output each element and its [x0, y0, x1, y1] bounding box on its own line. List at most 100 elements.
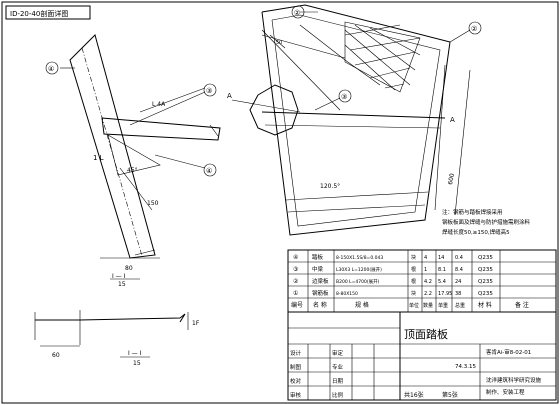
tread-line-1 [261, 111, 446, 119]
callout-4 [45, 61, 59, 75]
fan-angle-label: 120.5° [320, 183, 340, 190]
cross-beam [101, 117, 221, 141]
note-line-1: 注：钢筋与踏板焊接采用 [442, 208, 503, 216]
scale-1: 15 [118, 281, 126, 288]
callout-3-text: ③ [206, 87, 212, 95]
section-label: I — I [112, 273, 126, 280]
bom-cell-w2: 24 [455, 279, 461, 285]
label-150: 150 [147, 200, 159, 207]
tb-label-date: 日期 [332, 378, 344, 385]
label-45deg: 45° [127, 167, 138, 174]
label-80: 80 [125, 265, 133, 272]
bom-cell-qty: 4 [424, 255, 427, 261]
dim-line-150 [119, 167, 153, 211]
callout-4b-text: ④ [206, 167, 212, 175]
bom-cell-unit: 块 [411, 290, 416, 297]
label-600: 600 [447, 173, 456, 186]
section-detail: 60 1F I — I 15 [34, 310, 200, 367]
bom-cell-name: 中梁 [312, 265, 324, 273]
bom-cell-unit: 根 [411, 278, 416, 285]
bom-cell-w1: 8.1 [438, 267, 446, 273]
bom-h-remark: 备 注 [515, 301, 529, 309]
drawing-number: 客肯Ai-审8-02-01 [486, 348, 531, 356]
tb-label-design: 设计 [290, 349, 302, 357]
note-line-2: 钢板板面及焊缝与防护措施需刷涂料 [442, 218, 531, 226]
tb-label-review: 审核 [290, 391, 302, 399]
bom-cell-mat: Q235 [478, 255, 493, 261]
tb-label-draw: 制图 [290, 363, 302, 371]
bom-cell-unit: 根 [411, 266, 416, 273]
sheet-number: 第5张 [442, 391, 458, 399]
bom-cell-w2: 0.4 [455, 255, 463, 261]
drawing-date: 74.3.15 [455, 364, 476, 370]
bom-h-unit: 单位 [409, 302, 419, 309]
sheet-title: ID-20-40剖面详图 [10, 9, 68, 18]
bom-cell-w1: 14 [438, 255, 444, 261]
bom-cell-qty: 1 [424, 267, 427, 273]
note-line-3: 焊缝长度50,≥150,焊缝高5 [442, 228, 510, 236]
bom-cell-spec: 8-80X150 [336, 291, 358, 297]
mark-a2: A [450, 116, 455, 124]
label-50: 50 [276, 40, 282, 46]
bom-h-no: 编号 [291, 301, 303, 309]
bom-cell-no: ③ [293, 266, 298, 273]
fan-detail: A 50 120.5° 600 ② ③ ② A [227, 4, 482, 236]
beam-centerline [81, 47, 143, 257]
title-block: 顶面踏板 客肯Ai-审8-02-01 沈洋建筑科学研究设施 制作、安装工程 74… [287, 311, 557, 401]
bom-cell-no: ② [293, 278, 299, 285]
callout-2-text: ② [294, 9, 300, 17]
bom-cell-no: ① [293, 290, 298, 297]
inclined-beam [69, 34, 156, 259]
label-1l: 1 L [93, 154, 104, 162]
drawing-name: 顶面踏板 [404, 327, 448, 341]
notes: 注：钢筋与踏板焊接采用 钢板板面及焊缝与防护措施需刷涂料 焊缝长度50,≥150… [442, 208, 531, 236]
mark-a: A [227, 92, 232, 100]
callout-4-text: ④ [48, 65, 54, 73]
bom-cell-qty: 4.2 [424, 279, 432, 285]
bom-cell-name: 踏板 [312, 253, 324, 261]
sheet-count: 共16张 [404, 391, 424, 399]
label-1f: 1F [192, 320, 200, 327]
company-name: 沈洋建筑科学研究设施 [486, 376, 542, 384]
bom-h-name: 名 称 [313, 301, 327, 309]
callout-2b-text: ② [471, 25, 477, 33]
left-detail: L 4A 45° 150 1 L 80 I — I 15 ④ ③ ④ [45, 34, 221, 288]
bom-cell-w1: 17.95 [438, 291, 452, 297]
bracket [107, 134, 161, 176]
bom-cell-qty: 2.2 [424, 291, 432, 297]
bom-cell-unit: 块 [411, 254, 416, 261]
tb-label-scale: 比例 [332, 391, 344, 399]
bom-cell-mat: Q235 [478, 279, 493, 285]
title-box [5, 5, 91, 20]
bom-h-mat: 材 料 [478, 301, 492, 309]
bom-cell-no: ④ [293, 254, 298, 261]
bom-cell-spec: L30X3 L=1200(展开) [336, 267, 382, 273]
project-subtitle: 制作、安装工程 [486, 388, 525, 396]
scale-2: 15 [133, 360, 141, 367]
bom-h-spec: 规 格 [355, 301, 369, 309]
section-plate [35, 313, 186, 323]
bom-h-w1: 单重 [438, 302, 448, 309]
octagon-post [249, 84, 299, 136]
bom-cell-w2: 38 [455, 291, 461, 297]
callout-3 [203, 83, 217, 97]
tb-label-check: 校对 [290, 377, 302, 385]
bom-cell-spec: B200 L=4700(展开) [336, 279, 380, 285]
bom-cell-name: 边梁板 [312, 277, 329, 285]
bom-cell-w2: 8.4 [455, 267, 463, 273]
callout-2b [468, 21, 482, 35]
bom-cell-w1: 5.4 [438, 279, 446, 285]
section-label-2: I — I [128, 350, 142, 357]
bom-cell-name: 钢筋板 [312, 289, 329, 297]
label-60: 60 [52, 352, 60, 359]
hatch-region [344, 21, 421, 93]
tb-label-major: 专业 [332, 363, 344, 371]
callout-4b [203, 163, 217, 177]
callout-3b [338, 89, 352, 103]
label-l4a: L 4A [152, 101, 166, 108]
bom-cell-mat: Q235 [478, 291, 493, 297]
bom-cell-spec: 8-150X1.5S/8=0.043 [336, 255, 383, 261]
